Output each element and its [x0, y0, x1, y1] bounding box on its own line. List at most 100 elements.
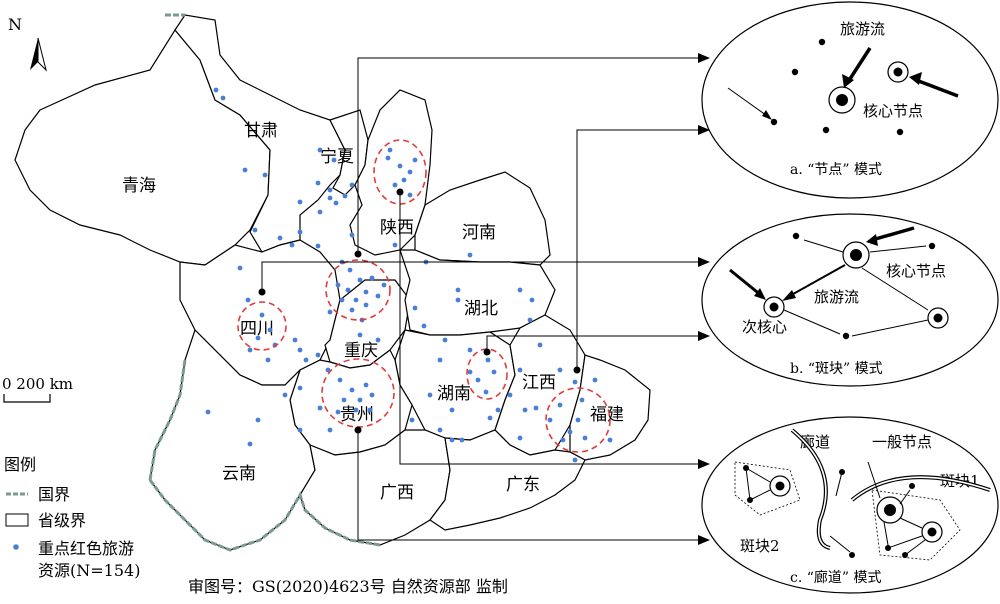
resource-dot	[363, 302, 369, 308]
resource-dot	[533, 405, 539, 411]
resource-dot	[297, 199, 303, 205]
north-label: N	[8, 15, 22, 34]
resource-dot	[557, 367, 563, 373]
panel-b-caption: b. “斑块” 模式	[790, 361, 883, 377]
panel-b-sub-label: 次核心	[742, 318, 787, 336]
resource-dot	[607, 437, 613, 443]
resource-dot	[247, 441, 253, 447]
province-label: 宁夏	[320, 147, 354, 167]
resource-dot	[363, 382, 369, 388]
resource-dot	[242, 167, 248, 173]
resource-dot	[349, 307, 355, 313]
scale-bar: 0 200 km	[2, 375, 73, 403]
resource-dot	[337, 377, 343, 383]
resource-dot	[467, 347, 473, 353]
connector-origin-points	[258, 188, 581, 434]
panel-a-caption: a. “节点” 模式	[790, 162, 882, 178]
resource-dot	[353, 407, 359, 413]
resource-dot	[315, 180, 321, 186]
resource-dot	[315, 352, 321, 358]
resource-dot	[255, 417, 261, 423]
province-label: 广东	[506, 475, 540, 495]
resource-dot	[297, 385, 303, 391]
resource-dot	[495, 407, 501, 413]
resource-dot	[427, 392, 433, 398]
province-label: 广西	[380, 483, 414, 503]
resource-dot	[331, 157, 337, 163]
resource-dot	[522, 407, 528, 413]
resource-dot	[297, 347, 303, 353]
resource-dot	[317, 209, 323, 215]
resource-dot	[363, 289, 369, 295]
panel-c-patch2-label: 斑块2	[740, 537, 780, 555]
resource-dot	[292, 337, 298, 343]
province-gansu	[174, 14, 346, 253]
province-label: 甘肃	[244, 121, 278, 141]
resource-dot	[237, 265, 243, 271]
resource-dot	[579, 397, 585, 403]
panel-c-corridor-mode: 廊道 一般节点 斑块1 斑块2 c. “廊道” 模式	[701, 416, 999, 594]
resource-dot	[345, 287, 351, 293]
resource-dot	[205, 409, 211, 415]
resource-dot	[409, 417, 415, 423]
resource-dot	[303, 357, 309, 363]
resource-dot	[255, 335, 261, 341]
resource-dot	[459, 437, 465, 443]
province-qinghai	[14, 28, 271, 266]
province-label: 陕西	[380, 218, 414, 238]
resource-dot	[449, 407, 455, 413]
province-label: 四川	[240, 319, 274, 339]
resource-dot	[245, 297, 251, 303]
resource-dot	[369, 275, 375, 281]
legend-provincial-border: 省级界	[38, 511, 86, 530]
resource-dot	[537, 342, 543, 348]
legend-resource-dot	[13, 544, 19, 550]
panel-c-general-label: 一般节点	[872, 433, 932, 451]
resource-dot	[335, 409, 341, 415]
resource-dot	[387, 147, 393, 153]
resource-dot	[485, 357, 491, 363]
resource-dot	[297, 229, 303, 235]
resource-dot	[357, 397, 363, 403]
panel-a-flow-label: 旅游流	[840, 20, 885, 38]
legend-provincial-border-swatch	[5, 513, 29, 527]
province-label: 福建	[590, 405, 624, 425]
north-arrow-icon	[30, 38, 38, 70]
resource-dot	[341, 397, 347, 403]
resource-dot	[442, 337, 448, 343]
resource-dot	[392, 242, 398, 248]
resource-dot	[529, 297, 535, 303]
province-label: 湖北	[464, 299, 498, 319]
resource-dot	[327, 309, 333, 315]
resource-dot	[582, 435, 588, 441]
panel-b-core-label: 核心节点	[886, 262, 946, 280]
resource-dot	[289, 242, 295, 248]
resource-dot	[575, 417, 581, 423]
resource-dot	[483, 389, 489, 395]
resource-dot	[567, 429, 573, 435]
resource-dot	[349, 182, 355, 188]
panel-a-core-label: 核心节点	[863, 102, 923, 120]
resource-dot	[381, 282, 387, 288]
resource-dot	[349, 232, 355, 238]
resource-dot	[412, 157, 418, 163]
resource-dot	[407, 192, 413, 198]
province-label: 江西	[522, 373, 556, 393]
resource-dot	[265, 357, 271, 363]
resource-dot	[421, 323, 427, 329]
resource-dot	[325, 367, 331, 373]
resource-dot	[335, 282, 341, 288]
resource-dot	[475, 377, 481, 383]
resource-dot	[401, 177, 407, 183]
province-fujian	[569, 354, 651, 461]
resource-dot	[317, 405, 323, 411]
north-arrow: N	[8, 15, 47, 72]
resource-dot	[517, 435, 523, 441]
province-label: 湖南	[437, 384, 471, 404]
panel-b-flow-label: 旅游流	[814, 288, 859, 306]
resource-dot	[282, 392, 288, 398]
resource-dot	[327, 427, 333, 433]
resource-dot	[375, 337, 381, 343]
cluster-circle-sichuan-chongqing	[325, 259, 391, 321]
